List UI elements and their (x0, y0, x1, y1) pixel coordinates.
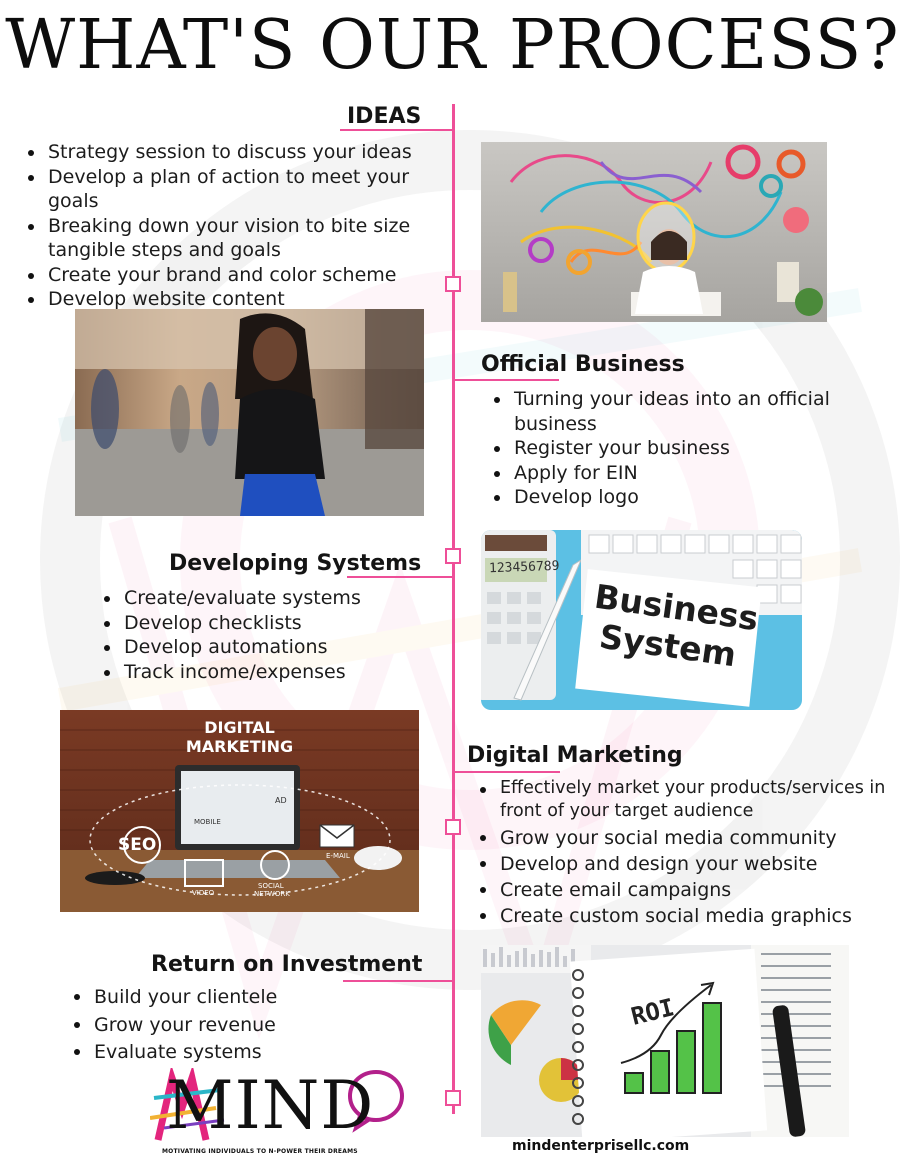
list-item: Breaking down your vision to bite size t… (22, 214, 437, 263)
list-item: Build your clientele (68, 984, 408, 1012)
heading-underline-developing-systems (347, 576, 453, 578)
list-item: Turning your ideas into an official busi… (488, 387, 868, 436)
official-business-list: Turning your ideas into an official busi… (488, 387, 868, 510)
list-item: Create/evaluate systems (98, 586, 428, 611)
social-label-1: SOCIAL (258, 882, 284, 890)
heading-underline-official-business (454, 379, 559, 381)
footer-website-url: mindenterprisellc.com (512, 1138, 690, 1154)
list-item: Register your business (488, 436, 868, 461)
list-item: Apply for EIN (488, 461, 868, 486)
list-item: Develop website content (22, 287, 437, 312)
mobile-label: MOBILE (194, 818, 221, 826)
ideas-list: Strategy session to discuss your ideas D… (22, 140, 437, 312)
logo-wordmark: MIND (166, 1067, 375, 1144)
list-item: Track income/expenses (98, 660, 428, 685)
list-item: Develop and design your website (474, 851, 902, 877)
mind-logo: MIND MOTIVATING INDIVIDUALS TO N-POWER T… (149, 1064, 410, 1156)
list-item: Grow your revenue (68, 1012, 408, 1040)
section-heading-official-business: Official Business (481, 352, 685, 377)
calculator-display: 123456789 (488, 558, 560, 577)
roi-photo: ROI (481, 945, 849, 1137)
logo-swoosh-icon (149, 1064, 404, 1141)
list-item: Develop logo (488, 485, 868, 510)
digital-marketing-image-title-1: DIGITAL (204, 718, 275, 737)
email-label: E-MAIL (326, 852, 350, 860)
list-item: Develop automations (98, 635, 428, 660)
heading-underline-digital-marketing (454, 771, 560, 773)
list-item: Effectively market your products/service… (474, 777, 902, 823)
roi-notebook-illustration (481, 945, 849, 1137)
business-system-photo: 123456789 Business System (481, 530, 802, 710)
seo-label: SEO (118, 835, 157, 855)
list-item: Create your brand and color scheme (22, 263, 437, 288)
timeline-node-3 (445, 819, 461, 835)
timeline-node-4 (445, 1090, 461, 1106)
desk-illustration (481, 530, 802, 707)
video-label: VIDEO (192, 889, 215, 897)
heading-underline-ideas (340, 129, 454, 131)
logo-tagline: MOTIVATING INDIVIDUALS TO N-POWER THEIR … (162, 1148, 358, 1155)
list-item: Strategy session to discuss your ideas (22, 140, 437, 165)
list-item: Develop a plan of action to meet your go… (22, 165, 437, 214)
ideas-doodle-illustration (503, 144, 823, 316)
section-heading-roi: Return on Investment (151, 952, 423, 977)
heading-underline-roi (343, 980, 453, 982)
digital-marketing-photo: DIGITAL MARKETING SEO MOBILE AD E-MAIL V… (60, 710, 419, 912)
timeline-node-1 (445, 276, 461, 292)
ad-label: AD (275, 796, 287, 805)
official-business-photo (75, 309, 424, 516)
roi-list: Build your clientele Grow your revenue E… (68, 984, 408, 1067)
developing-systems-list: Create/evaluate systems Develop checklis… (98, 586, 428, 684)
list-item: Create email campaigns (474, 877, 902, 903)
digital-marketing-image-title-2: MARKETING (185, 737, 294, 756)
timeline-node-2 (445, 548, 461, 564)
timeline-line (452, 104, 455, 1114)
section-heading-ideas: IDEAS (347, 104, 422, 129)
ideas-photo (481, 142, 827, 322)
list-item: Evaluate systems (68, 1039, 408, 1067)
woman-walking-illustration (75, 309, 424, 516)
social-label-2: NETWORK (254, 890, 290, 898)
list-item: Grow your social media community (474, 825, 902, 851)
list-item: Create custom social media graphics (474, 903, 902, 929)
list-item: Develop checklists (98, 611, 428, 636)
section-heading-developing-systems: Developing Systems (169, 551, 422, 576)
laptop-marketing-illustration (60, 729, 419, 912)
section-heading-digital-marketing: Digital Marketing (467, 743, 683, 768)
digital-marketing-list: Effectively market your products/service… (474, 777, 902, 929)
page-title: WHAT'S OUR PROCESS? (5, 6, 900, 85)
